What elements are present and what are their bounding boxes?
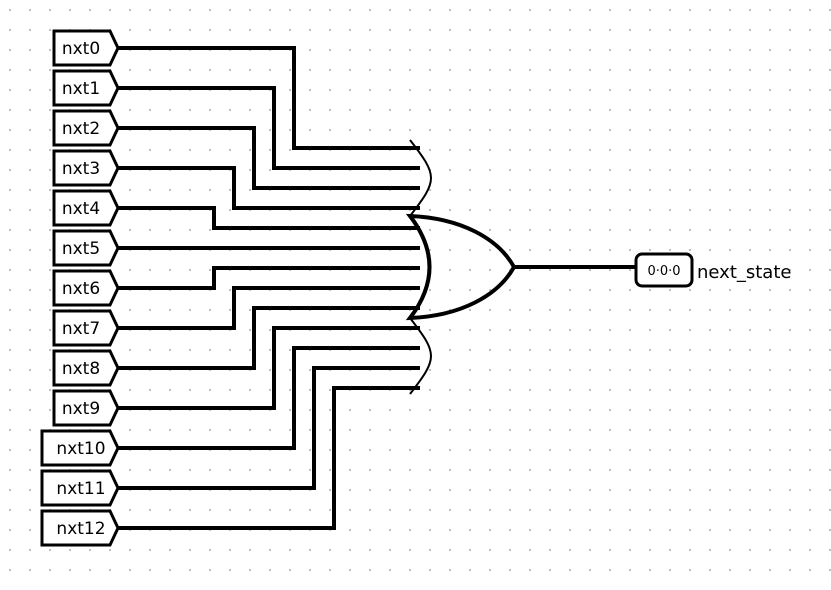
wire-8 xyxy=(114,306,420,370)
tunnel-nxt4[interactable]: nxt4 xyxy=(52,189,120,227)
wire-4 xyxy=(114,206,420,230)
tunnel-label: nxt11 xyxy=(56,479,105,499)
tunnel-nxt3[interactable]: nxt3 xyxy=(52,149,120,187)
tunnel-label: nxt8 xyxy=(62,359,100,379)
tunnel-label: nxt0 xyxy=(62,39,100,59)
tunnel-nxt8[interactable]: nxt8 xyxy=(52,349,120,387)
or-gate-input-arc-bottom xyxy=(409,317,432,395)
tunnel-nxt2[interactable]: nxt2 xyxy=(52,109,120,147)
tunnel-label: nxt1 xyxy=(62,79,100,99)
tunnel-label: nxt12 xyxy=(56,519,105,539)
tunnel-label: nxt2 xyxy=(62,119,100,139)
wires xyxy=(114,46,420,530)
wire-9 xyxy=(114,326,420,410)
tunnel-label: nxt3 xyxy=(62,159,100,179)
output-pin-value: 0·0·0 xyxy=(647,264,680,279)
tunnel-nxt5[interactable]: nxt5 xyxy=(52,229,120,267)
tunnel-nxt11[interactable]: nxt11 xyxy=(40,469,120,507)
tunnel-nxt7[interactable]: nxt7 xyxy=(52,309,120,347)
or-gate[interactable] xyxy=(405,213,517,321)
tunnel-nxt12[interactable]: nxt12 xyxy=(40,509,120,547)
wire-12 xyxy=(114,386,420,530)
tunnel-label: nxt10 xyxy=(56,439,105,459)
tunnel-label: nxt9 xyxy=(62,399,100,419)
tunnel-nxt1[interactable]: nxt1 xyxy=(52,69,120,107)
tunnel-label: nxt7 xyxy=(62,319,100,339)
wire-1 xyxy=(114,86,420,170)
tunnels: nxt0 nxt1 nxt2 nxt3 nxt4 nxt5 nxt6 nxt7 nxt8 nxt9… xyxy=(40,29,120,547)
wire-10 xyxy=(114,346,420,450)
tunnel-label: nxt5 xyxy=(62,239,100,259)
tunnel-nxt10[interactable]: nxt10 xyxy=(40,429,120,467)
output-pin-label: next_state xyxy=(697,262,791,283)
wire-3 xyxy=(114,166,420,210)
tunnel-nxt6[interactable]: nxt6 xyxy=(52,269,120,307)
wire-6 xyxy=(114,266,420,290)
wire-11 xyxy=(114,366,420,490)
output-pin[interactable]: 0·0·0 xyxy=(634,252,694,288)
tunnel-label: nxt6 xyxy=(62,279,100,299)
wire-7 xyxy=(114,286,420,330)
tunnel-nxt9[interactable]: nxt9 xyxy=(52,389,120,427)
tunnel-label: nxt4 xyxy=(62,199,100,219)
or-gate-input-arc-top xyxy=(409,139,432,217)
wire-2 xyxy=(114,126,420,190)
wire-0 xyxy=(114,46,420,150)
tunnel-nxt0[interactable]: nxt0 xyxy=(52,29,120,67)
